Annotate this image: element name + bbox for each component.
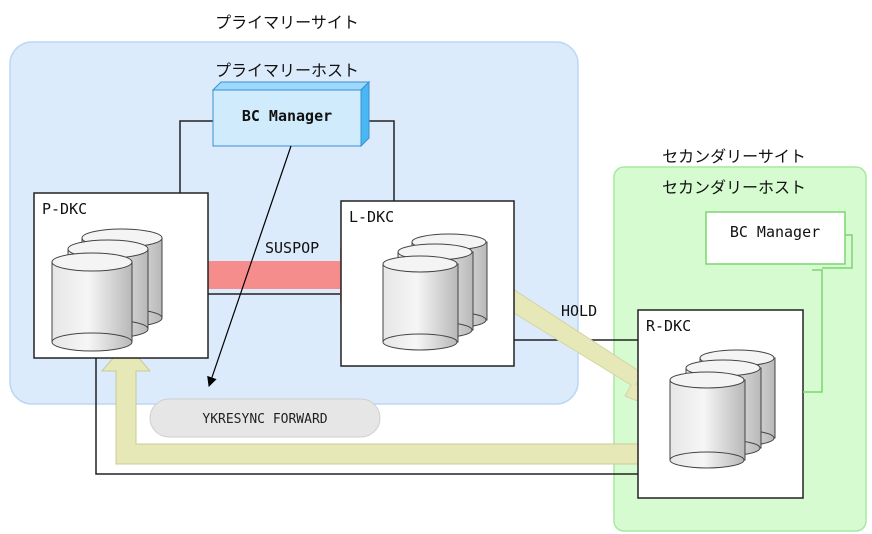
ykresync-command-label: YKRESYNC FORWARD <box>202 412 327 427</box>
suspop-arrow <box>182 247 372 303</box>
p-dkc-disk-icon <box>51 228 163 352</box>
secondary-bc-manager-label: BC Manager <box>730 223 820 241</box>
primary-site-label: プライマリーサイト <box>215 13 359 32</box>
ykresync-command-badge: YKRESYNC FORWARD <box>149 398 381 438</box>
suspop-label: SUSPOP <box>265 239 319 257</box>
r-dkc-box: R-DKC <box>637 309 804 499</box>
p-dkc-box: P-DKC <box>33 192 209 359</box>
r-dkc-label: R-DKC <box>646 317 691 335</box>
secondary-host-group: BC Manager <box>705 211 853 393</box>
secondary-host-label: セカンダリーホスト <box>662 178 806 197</box>
r-dkc-disk-icon <box>669 349 776 469</box>
primary-host-label: プライマリーホスト <box>215 61 359 80</box>
l-dkc-box: L-DKC <box>340 200 515 367</box>
command-line <box>207 145 292 387</box>
primary-bc-manager-label: BC Manager <box>242 107 332 125</box>
l-dkc-label: L-DKC <box>349 208 394 226</box>
hold-label: HOLD <box>561 302 597 320</box>
connection-lines <box>95 120 638 475</box>
l-dkc-disk-icon <box>382 233 488 351</box>
primary-bc-manager: BC Manager <box>211 80 371 148</box>
p-dkc-label: P-DKC <box>42 200 87 218</box>
secondary-bc-manager-box <box>705 211 846 265</box>
secondary-site-label: セカンダリーサイト <box>662 147 806 166</box>
